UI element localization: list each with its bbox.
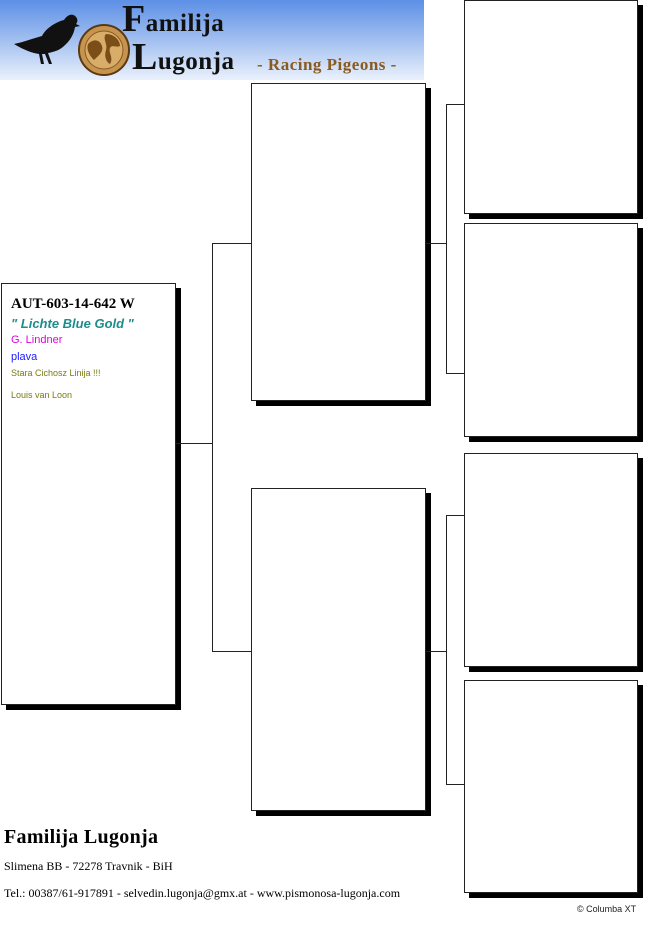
mother-card [251, 488, 426, 811]
pigeon-silhouette-icon [14, 14, 80, 64]
origin: Louis van Loon [11, 390, 73, 400]
father-card [251, 83, 426, 401]
bloodline: Stara Cichosz Linija !!! [11, 368, 101, 378]
pigeon-name: " Lichte Blue Gold " [11, 316, 134, 331]
breeder: G. Lindner [11, 334, 63, 346]
maternal-grandmother-card [464, 680, 638, 893]
connector-main-vertical [212, 243, 213, 652]
connector-to-paternal-grandfather [446, 104, 464, 105]
logo-initial-f: F [122, 0, 146, 40]
connector-mother [426, 651, 446, 652]
logo-line-2: Lugonja [132, 38, 235, 76]
logo-rest-2: ugonja [157, 48, 235, 75]
maternal-grandfather-card [464, 453, 638, 667]
connector-to-father [212, 243, 251, 244]
logo-line-1: Familija [122, 0, 224, 38]
connector-father-vertical [446, 104, 447, 374]
globe-icon [78, 24, 130, 76]
main-pigeon-card: AUT-603-14-642 W " Lichte Blue Gold " G.… [1, 283, 176, 705]
connector-to-maternal-grandmother [446, 784, 464, 785]
connector-to-maternal-grandfather [446, 515, 464, 516]
connector-main [176, 443, 213, 444]
paternal-grandfather-card [464, 0, 638, 214]
connector-to-mother [212, 651, 251, 652]
connector-mother-vertical [446, 515, 447, 785]
pigeon-color: plava [11, 351, 38, 363]
footer-address: Slimena BB - 72278 Travnik - BiH [4, 859, 173, 873]
connector-father [426, 243, 446, 244]
tagline: - Racing Pigeons - [257, 55, 397, 74]
connector-to-paternal-grandmother [446, 373, 464, 374]
copyright: © Columba XT [577, 904, 637, 914]
ring-number: AUT-603-14-642 W [11, 296, 135, 312]
footer-loft-name: Familija Lugonja [4, 826, 159, 848]
logo-rest-1: amilija [145, 10, 225, 37]
paternal-grandmother-card [464, 223, 638, 437]
header-banner: Familija Lugonja - Racing Pigeons - [0, 0, 424, 80]
logo-initial-l: L [132, 36, 158, 78]
footer-contact: Tel.: 00387/61-917891 - selvedin.lugonja… [4, 886, 401, 900]
